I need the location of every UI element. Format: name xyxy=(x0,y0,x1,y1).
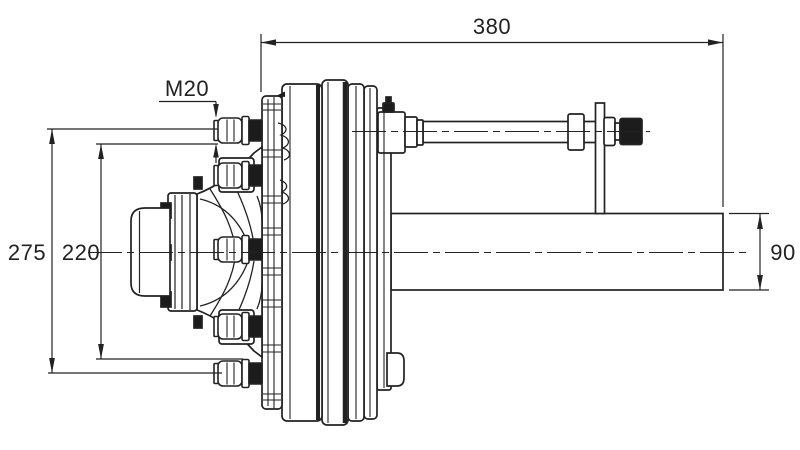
flange-bolt-mark xyxy=(193,176,203,190)
dimension-380: 380 xyxy=(260,14,724,207)
arrowhead xyxy=(757,275,763,290)
arrowhead xyxy=(98,344,104,359)
arrowhead xyxy=(98,144,104,159)
mounting-face-ticks xyxy=(263,103,281,401)
face-wedge-mark xyxy=(276,91,285,97)
arrowhead xyxy=(213,143,219,158)
arrowhead xyxy=(49,129,55,144)
support-bracket-bar xyxy=(594,102,606,215)
brake-camshaft xyxy=(422,102,643,215)
grease-nipple xyxy=(382,102,395,113)
spring-clip xyxy=(277,122,291,161)
dimension-90: 90 xyxy=(729,212,795,291)
wheel-nut xyxy=(213,160,263,191)
axle-tube xyxy=(390,212,724,291)
dimension-275: 275 xyxy=(8,128,222,374)
backing-plate-tab xyxy=(386,352,405,387)
dimension-m20: M20 xyxy=(159,76,219,163)
dimensions: 380 275 220 M20 xyxy=(8,14,795,374)
arrowhead xyxy=(49,358,55,373)
wheel-nut xyxy=(213,115,263,146)
spring-clip xyxy=(279,179,290,205)
cam-bushing-ring xyxy=(416,119,424,146)
dim-label-380: 380 xyxy=(473,14,511,39)
wheel-nut xyxy=(213,234,263,265)
arrowhead xyxy=(757,214,763,229)
centerlines xyxy=(88,130,747,254)
dim-label-90: 90 xyxy=(770,240,795,265)
dim-label-m20: M20 xyxy=(165,76,209,101)
dim-label-220: 220 xyxy=(62,240,100,265)
arrowhead xyxy=(261,39,276,46)
arrowhead xyxy=(213,104,219,118)
dim-label-275: 275 xyxy=(8,240,46,265)
cam-bushing-boss xyxy=(377,111,406,154)
grease-nipple-cap xyxy=(385,96,392,104)
wheel-nut xyxy=(213,311,263,342)
dimension-220: 220 xyxy=(62,143,243,360)
flange-bolt-mark xyxy=(193,315,203,329)
arrowhead xyxy=(708,39,723,46)
